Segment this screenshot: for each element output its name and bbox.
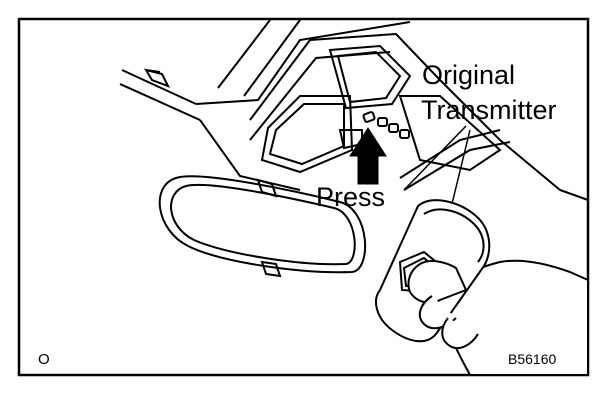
figure-code: B56160 [508,351,556,367]
leader-line-transmitter [449,129,471,213]
press-arrow-icon [349,127,387,185]
label-original: Original [422,60,515,90]
leader-line [403,125,467,191]
label-press: Press [316,182,385,212]
transmitter-in-hand [375,199,589,376]
label-transmitter: Transmitter [421,95,557,125]
corner-mark: O [38,351,50,368]
overhead-console [119,19,589,201]
border [17,17,590,377]
rear-view-mirror [158,175,367,278]
